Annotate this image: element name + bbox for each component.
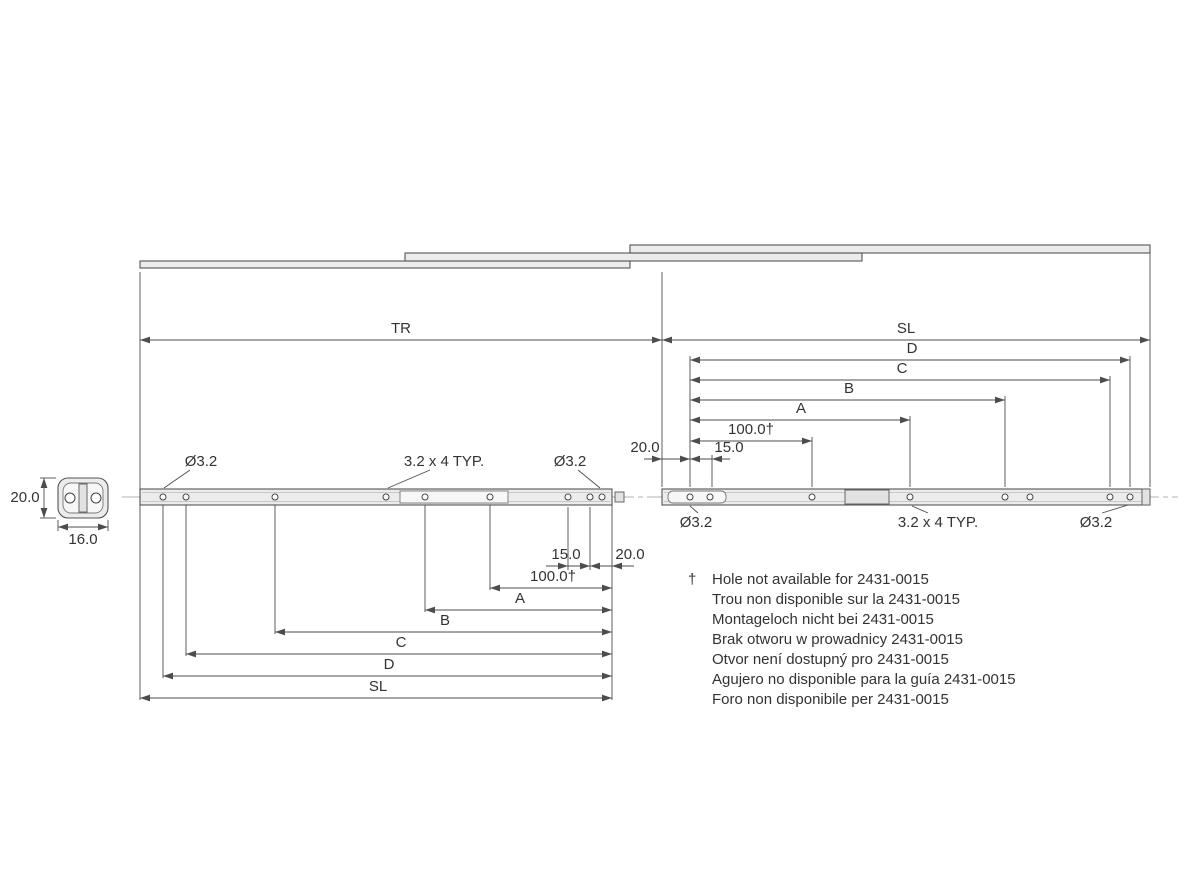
dim-label-c-left: C (396, 634, 407, 651)
hole-dia-label-left-2: Ø3.2 (554, 453, 587, 470)
ball-bearing-left (64, 492, 76, 504)
dim-label-d-left: D (384, 656, 395, 673)
dim-label-a-left: A (515, 590, 525, 607)
hole-callouts: Ø3.2 3.2 x 4 TYP. Ø3.2 Ø3.2 3.2 x 4 TYP.… (163, 453, 1129, 531)
latch-detail (614, 491, 625, 503)
dim-label-section-height: 20.0 (10, 489, 39, 506)
right-mounting-holes (686, 493, 1134, 501)
stop-bracket-detail (844, 489, 890, 505)
note-line-es: Agujero no disponible para la guía 2431-… (712, 671, 1016, 688)
dim-stack-left: 15.0 20.0 100.0† A B C D SL (140, 546, 645, 702)
dim-label-20-left: 20.0 (615, 546, 644, 563)
note-line-pl: Brak otworu w prowadnicy 2431-0015 (712, 631, 963, 648)
dim-label-section-width: 16.0 (68, 531, 97, 548)
footnote-block: † Hole not available for 2431-0015 Trou … (688, 571, 1016, 708)
dim-label-b-left: B (440, 612, 450, 629)
cross-section-web (78, 483, 88, 513)
dagger-symbol: † (688, 571, 696, 588)
ball-bearing-right (90, 492, 102, 504)
dim-label-15-right: 15.0 (714, 439, 743, 456)
hole-dia-label-right-2: Ø3.2 (1080, 514, 1113, 531)
dim-stack-right: D C B A 100.0† 20.0 15.0 (630, 340, 1130, 463)
dim-label-b-right: B (844, 380, 854, 397)
hole-pattern-label-right: 3.2 x 4 TYP. (898, 514, 978, 531)
cross-section-view: 20.0 16.0 (10, 477, 109, 548)
dim-label-100-left: 100.0† (530, 568, 576, 585)
dim-label-100-right: 100.0† (728, 421, 774, 438)
dim-label-tr: TR (391, 320, 411, 337)
note-line-en: Hole not available for 2431-0015 (712, 571, 929, 588)
left-mounting-holes (159, 493, 606, 501)
note-line-cs: Otvor není dostupný pro 2431-0015 (712, 651, 949, 668)
dim-label-c-right: C (897, 360, 908, 377)
left-slide-member (139, 488, 625, 506)
dim-label-sl-left: SL (369, 678, 387, 695)
disconnect-lever-detail (667, 490, 727, 504)
right-slide-member (661, 488, 1151, 506)
end-cap-detail (1141, 488, 1151, 506)
hole-pattern-label-left: 3.2 x 4 TYP. (404, 453, 484, 470)
dim-label-15-left: 15.0 (551, 546, 580, 563)
dim-sl-top: SL (662, 320, 1150, 344)
dim-tr: TR (140, 320, 662, 344)
inner-member-visible (399, 490, 509, 504)
dim-label-sl-top: SL (897, 320, 915, 337)
note-line-de: Montageloch nicht bei 2431-0015 (712, 611, 934, 628)
hole-dia-label-right-1: Ø3.2 (680, 514, 713, 531)
extension-lines (139, 253, 1151, 700)
dim-label-a-right: A (796, 400, 806, 417)
dim-label-20-right: 20.0 (630, 439, 659, 456)
note-line-fr: Trou non disponible sur la 2431-0015 (712, 591, 960, 608)
dim-label-d-right: D (907, 340, 918, 357)
extended-slide-top-view (139, 244, 1151, 269)
note-line-it: Foro non disponibile per 2431-0015 (712, 691, 949, 708)
hole-dia-label-left-1: Ø3.2 (185, 453, 218, 470)
